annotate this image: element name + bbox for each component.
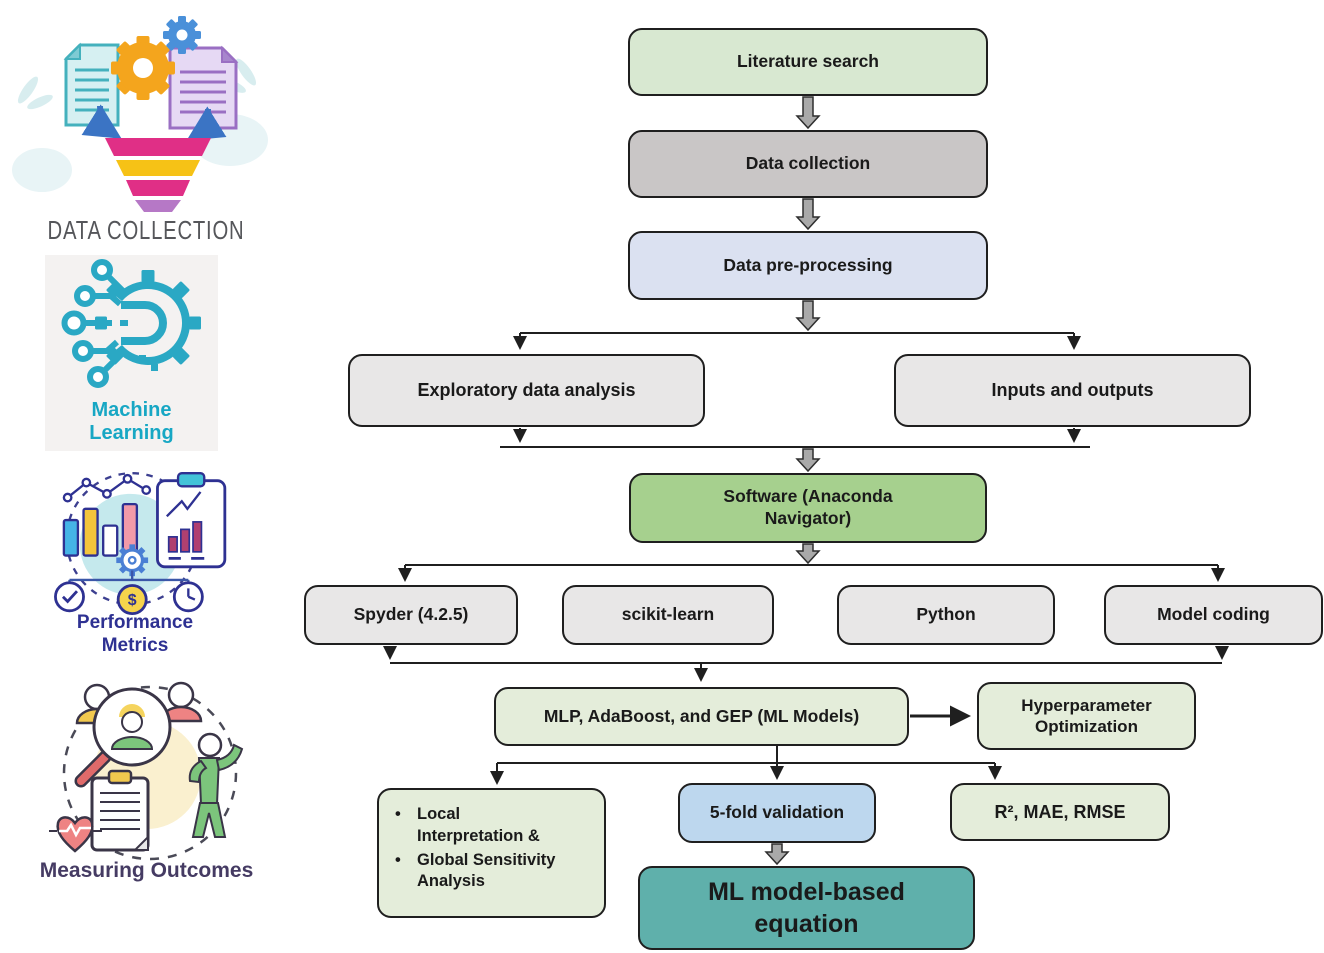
down-arrow-icon: [81, 104, 122, 139]
node-ml-models: MLP, AdaBoost, and GEP (ML Models): [494, 687, 909, 746]
node-interpretation-sensitivity: • Local Interpretation & • Global Sensit…: [377, 788, 606, 918]
bullet-icon: •: [395, 850, 401, 869]
performance-metrics-illustration: $ Performance Metrics: [35, 462, 235, 658]
node-model-coding: Model coding: [1104, 585, 1323, 645]
gear-icon: [111, 36, 175, 100]
node-spyder: Spyder (4.2.5): [304, 585, 518, 645]
check-circle-icon: [54, 581, 85, 613]
bullet-icon: •: [395, 805, 401, 823]
node-hyperparameter-optimization: Hyperparameter Optimization: [977, 682, 1196, 750]
people-clipboard-magnifier-icon: [49, 681, 244, 861]
funnel-icon: [105, 138, 211, 212]
bar-chart-icon: [62, 473, 152, 557]
heart-ecg-icon: [49, 816, 102, 853]
fat-arrow-merge-to-software: [795, 448, 821, 473]
fat-arrow-literature-to-collection: [795, 96, 821, 130]
node-exploratory-data-analysis: Exploratory data analysis: [348, 354, 705, 427]
down-arrow-icon: [186, 106, 227, 141]
gear-circuit-icon: [61, 259, 201, 388]
node-5-fold-validation: 5-fold validation: [678, 783, 876, 843]
bullet-item: • Local Interpretation &: [395, 804, 559, 848]
node-data-collection: Data collection: [628, 130, 988, 198]
charts-gear-metrics-icon: $: [54, 472, 227, 616]
dashed-circle: [62, 685, 238, 861]
bullet-item: • Global Sensitivity Analysis: [395, 850, 559, 894]
document-icon: [168, 45, 239, 130]
person-icon: [159, 681, 203, 723]
node-data-pre-processing: Data pre-processing: [628, 231, 988, 300]
clipboard-icon: [90, 769, 150, 852]
measuring-outcomes-illustration: Measuring Outcomes: [25, 665, 268, 893]
data-collection-illustration: DATA COLLECTION: [8, 10, 268, 245]
document-icon: [63, 42, 120, 127]
node-python: Python: [837, 585, 1055, 645]
funnel-documents-gears-icon: [12, 16, 268, 212]
node-inputs-and-outputs: Inputs and outputs: [894, 354, 1251, 427]
fat-arrow-5fold-to-equation: [764, 843, 790, 866]
fat-arrow-software-to-split: [795, 543, 821, 565]
svg-text:$: $: [128, 592, 137, 609]
node-software-anaconda-navigator: Software (Anaconda Navigator): [629, 473, 987, 543]
gear-icon: [163, 16, 201, 54]
machine-learning-caption: Machine Learning: [89, 399, 174, 444]
node-scikit-learn: scikit-learn: [562, 585, 774, 645]
flexing-person-icon: [188, 732, 244, 838]
dollar-circle-icon: [116, 584, 148, 616]
data-collection-caption: DATA COLLECTION: [47, 215, 245, 245]
measuring-outcomes-caption: Measuring Outcomes: [39, 859, 254, 882]
node-ml-model-based-equation: ML model-based equation: [638, 866, 975, 950]
machine-learning-illustration: Machine Learning: [45, 255, 218, 451]
magnifier-person-icon: [74, 687, 172, 788]
report-clipboard-icon: [156, 472, 227, 569]
node-r2-mae-rmse: R², MAE, RMSE: [950, 783, 1170, 841]
performance-metrics-caption: Performance Metrics: [76, 612, 194, 657]
fat-arrow-collection-to-preprocessing: [795, 198, 821, 231]
fat-arrow-preprocessing-to-split: [795, 300, 821, 332]
node-literature-search: Literature search: [628, 28, 988, 96]
